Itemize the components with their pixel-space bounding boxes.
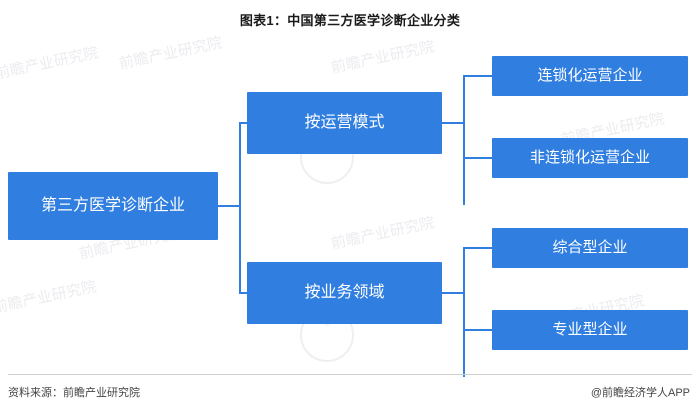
source-note: 资料来源：前瞻产业研究院 xyxy=(8,387,140,399)
connector-to-branch-2 xyxy=(239,292,249,294)
connector-branch2-trunk xyxy=(463,247,465,377)
node-leaf-comprehensive[interactable]: 综合型企业 xyxy=(492,228,688,268)
connector-root-trunk xyxy=(239,122,241,294)
watermark-text: 前瞻产业研究院 xyxy=(0,278,98,317)
connector-branch1-stem xyxy=(442,122,464,124)
connector-branch2-child2 xyxy=(463,329,493,331)
brand-note: @前瞻经济学人APP xyxy=(590,387,690,399)
watermark-text: 前瞻产业研究院 xyxy=(329,214,436,253)
connector-branch2-child1 xyxy=(463,247,493,249)
watermark-text: 前瞻产业研究院 xyxy=(329,38,436,77)
node-leaf-specialized[interactable]: 专业型企业 xyxy=(492,310,688,350)
node-root[interactable]: 第三方医学诊断企业 xyxy=(8,172,218,240)
connector-branch1-child1 xyxy=(463,75,493,77)
connector-branch2-stem xyxy=(442,292,464,294)
node-branch-business-field[interactable]: 按业务领域 xyxy=(247,262,442,324)
node-leaf-chain-operation[interactable]: 连锁化运营企业 xyxy=(492,56,688,96)
page-title: 图表1：中国第三方医学诊断企业分类 xyxy=(239,13,461,28)
node-leaf-non-chain-operation[interactable]: 非连锁化运营企业 xyxy=(492,138,688,178)
footer-divider xyxy=(8,374,692,375)
watermark-text: 前瞻产业研究院 xyxy=(117,34,224,73)
connector-root-stem xyxy=(218,205,240,207)
node-branch-operating-mode[interactable]: 按运营模式 xyxy=(247,92,442,154)
connector-branch1-trunk xyxy=(463,75,465,205)
connector-branch1-child2 xyxy=(463,157,493,159)
connector-to-branch-1 xyxy=(239,122,249,124)
watermark-text: 前瞻产业研究院 xyxy=(0,44,100,83)
